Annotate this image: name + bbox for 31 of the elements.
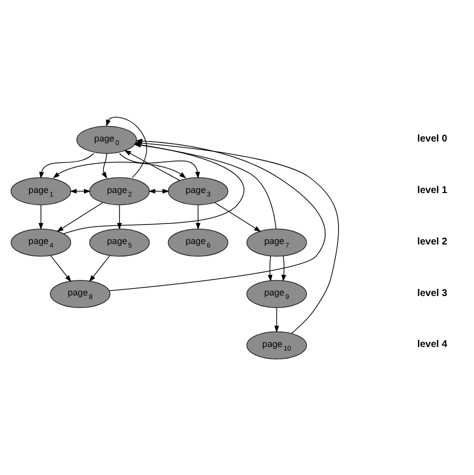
node-ellipse: page$_{8}$ xyxy=(50,280,110,308)
node-ellipse: page$_{0}$ xyxy=(76,125,137,154)
node-ellipse: page$_{2}$ xyxy=(89,176,150,205)
node-ellipse: page$_{10}$ xyxy=(246,330,307,359)
label: level 3 xyxy=(417,287,448,298)
arrow xyxy=(39,152,94,178)
arrow xyxy=(106,116,148,178)
arrow xyxy=(38,204,44,230)
label: level 1 xyxy=(417,184,448,196)
arrow xyxy=(274,306,280,332)
label: level 4 xyxy=(417,338,448,350)
node-ellipse: page$_{5}$ xyxy=(89,228,150,256)
arrow xyxy=(89,254,110,282)
node-ellipse: page$_{1}$ xyxy=(10,176,72,205)
label: level 2 xyxy=(417,236,448,247)
node-ellipse: page$_{4}$ xyxy=(10,228,72,256)
arrow xyxy=(119,152,200,178)
arrow xyxy=(50,254,72,282)
arrow xyxy=(281,255,286,282)
arrow xyxy=(268,255,272,282)
node-ellipse: page$_{6}$ xyxy=(168,228,228,256)
node-ellipse: page$_{3}$ xyxy=(168,176,228,205)
node-ellipse: page$_{7}$ xyxy=(246,228,307,256)
label: level 0 xyxy=(417,133,448,144)
arrow xyxy=(196,204,200,230)
arrow xyxy=(102,152,108,178)
node-ellipse: page$_{9}$ xyxy=(246,280,307,308)
arrow xyxy=(56,202,104,232)
arrow xyxy=(214,202,261,232)
arrow xyxy=(124,150,180,180)
arrow xyxy=(52,161,186,178)
